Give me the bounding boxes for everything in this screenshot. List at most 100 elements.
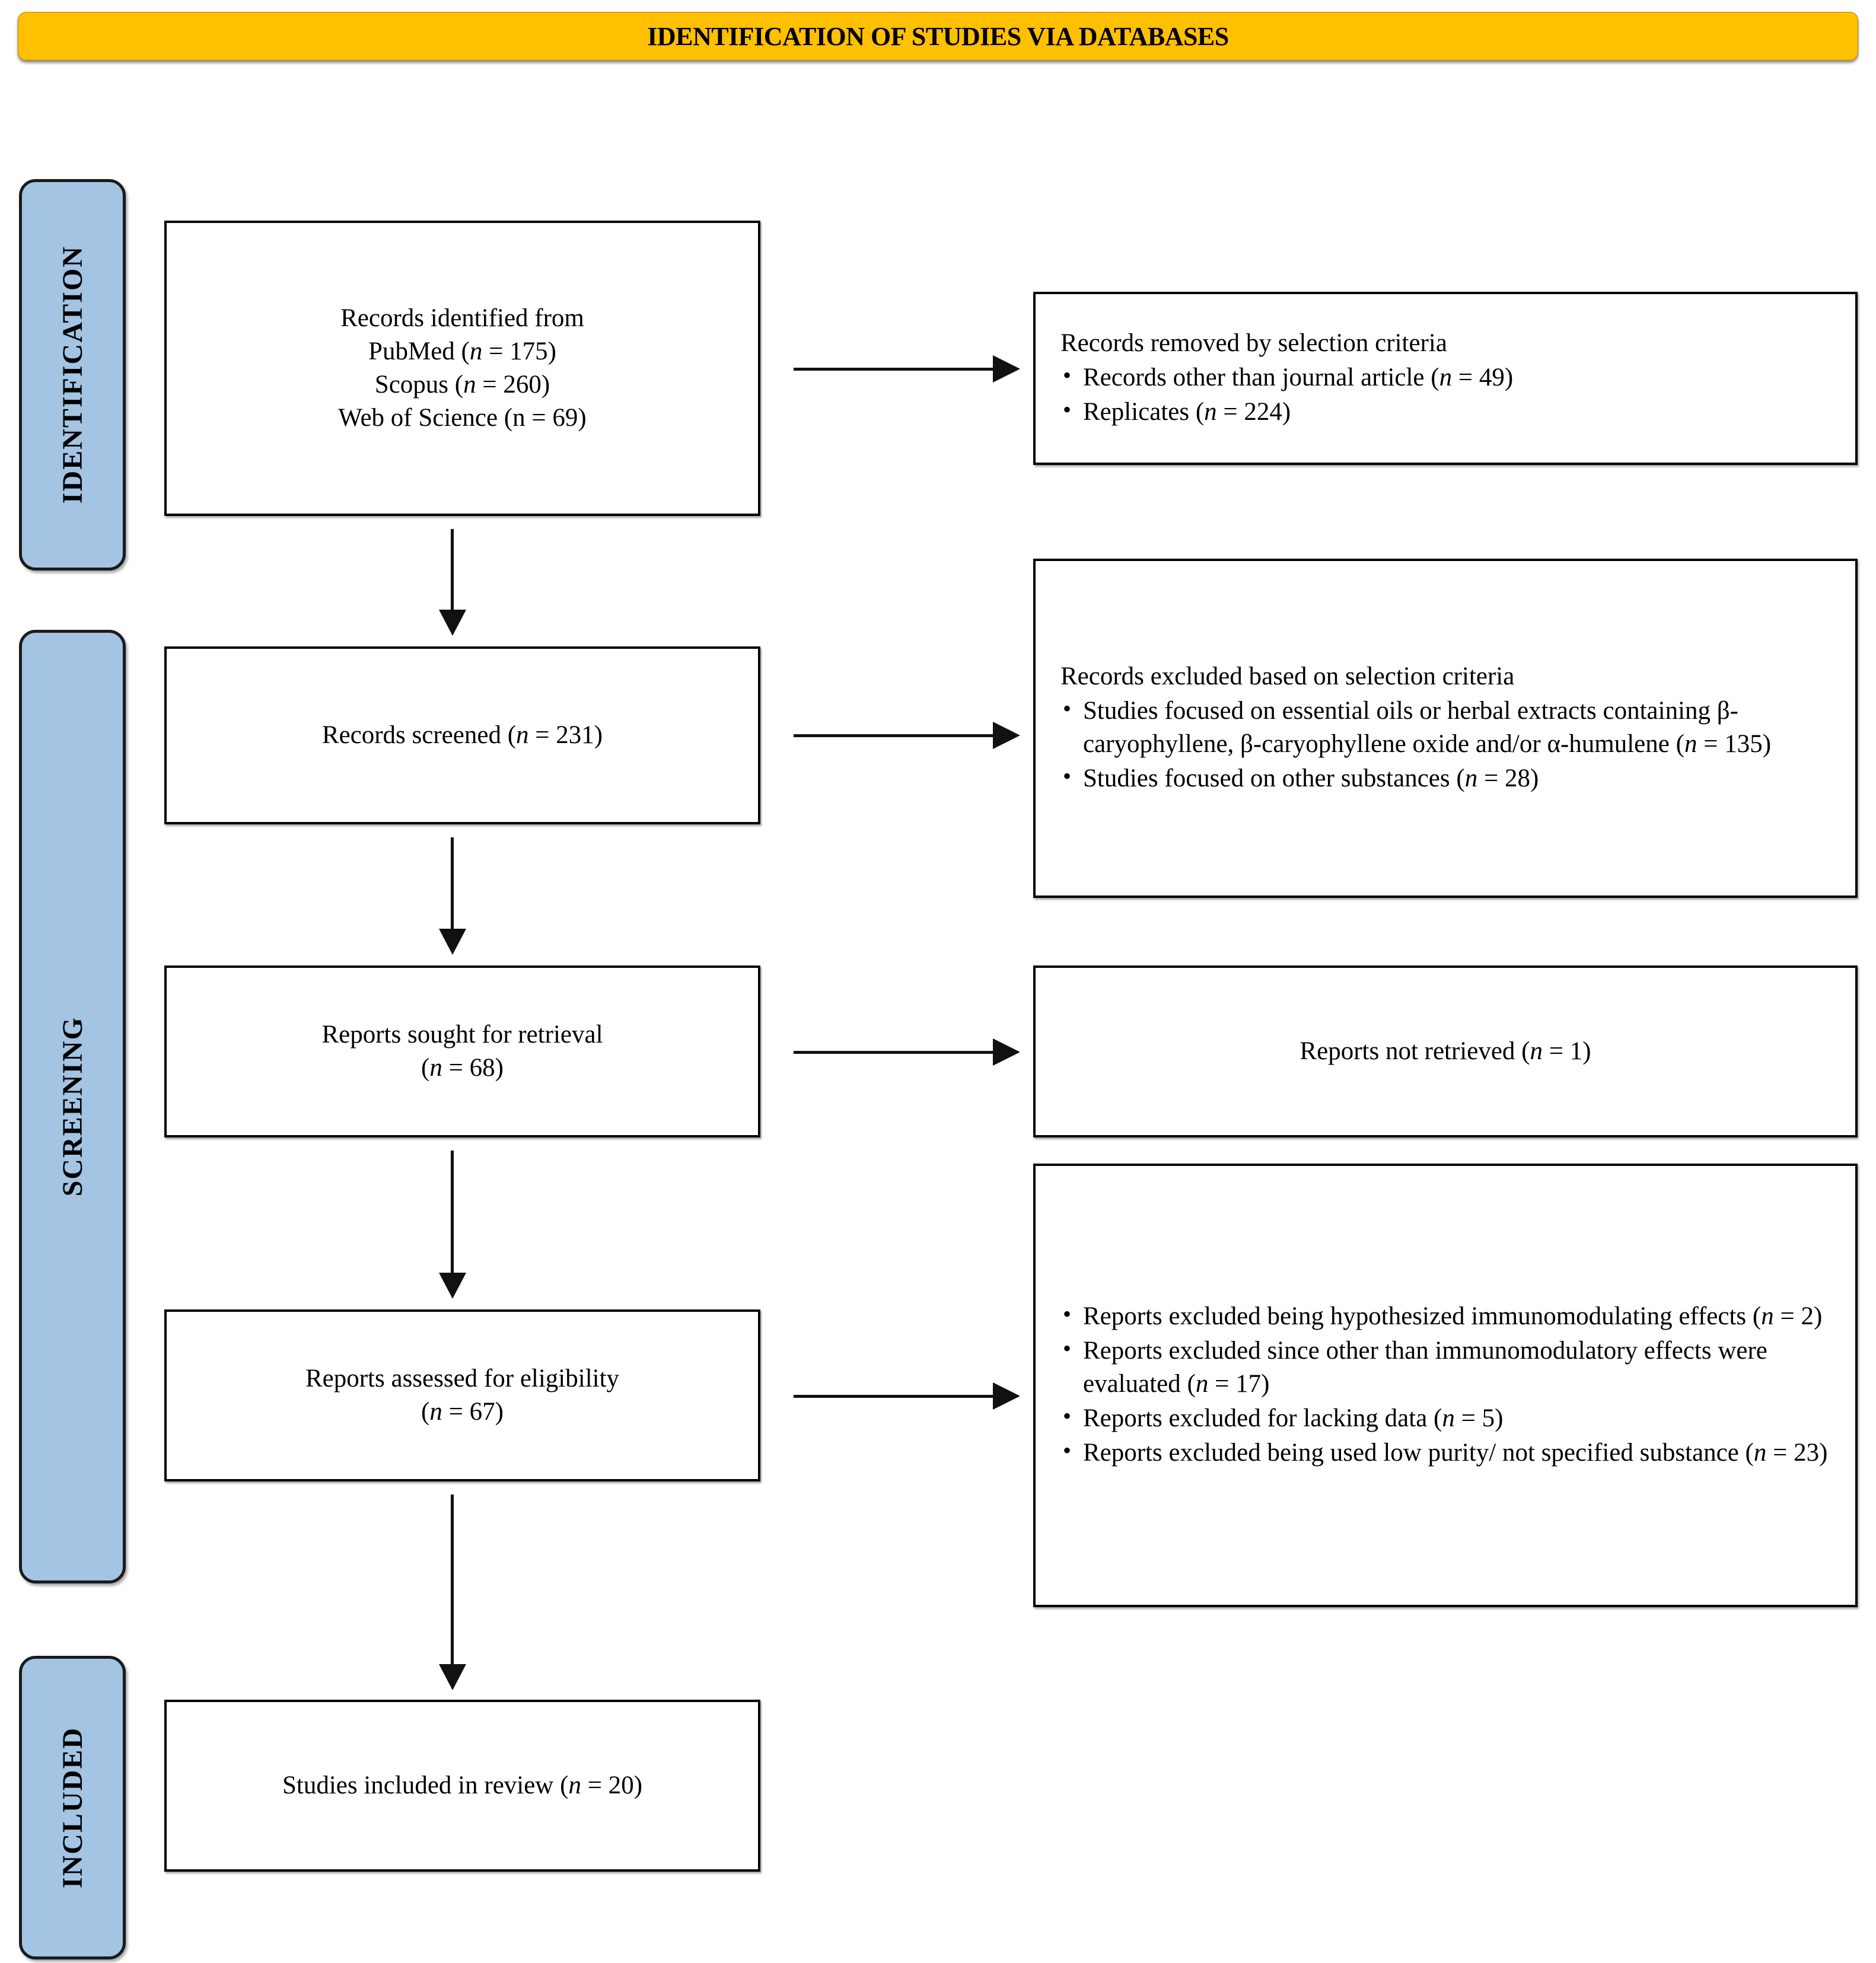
sought-paren-open: ( (421, 1054, 430, 1082)
arrow-head-down-icon (439, 1273, 466, 1299)
arrow-right-identified-to-removed (794, 352, 1020, 385)
arrow-down-identified-to-screened (434, 529, 470, 636)
not-retrieved-n-symbol: n (1530, 1037, 1543, 1066)
screened-label: Records screened ( (321, 721, 517, 750)
diagram-title: IDENTIFICATION OF STUDIES VIA DATABASES (647, 21, 1229, 51)
list-item: Studies focused on essential oils or her… (1060, 693, 1835, 761)
arrow-head-right-icon (993, 1382, 1020, 1410)
arrow-head-down-icon (439, 929, 466, 955)
bullet-count: = 49) (1452, 364, 1514, 392)
box-reports-excluded-eligibility: Reports excluded being hypothesized immu… (1033, 1164, 1858, 1607)
records-removed-list: Records other than journal article (n = … (1060, 360, 1835, 430)
arrow-right-screened-to-excluded (794, 719, 1020, 752)
arrow-head-down-icon (439, 1664, 466, 1690)
records-identified-pubmed: PubMed (n = 175) (167, 335, 758, 368)
bullet-text: Reports excluded since other than immuno… (1083, 1337, 1767, 1398)
not-retrieved-label: Reports not retrieved ( (1299, 1037, 1530, 1066)
records-removed-lead: Records removed by selection criteria (1060, 329, 1447, 358)
records-identified-line-1: Records identified from (340, 304, 584, 333)
sought-count: = 68) (442, 1054, 504, 1082)
included-label: Studies included in review ( (282, 1771, 569, 1800)
box-reports-assessed: Reports assessed for eligibility (n = 67… (164, 1309, 760, 1481)
arrow-down-screened-to-sought (434, 837, 470, 955)
pubmed-n-symbol: n (469, 337, 483, 366)
arrow-down-assessed-to-included (434, 1494, 470, 1690)
pubmed-label: PubMed ( (368, 337, 470, 366)
stage-bar-included: INCLUDED (19, 1656, 126, 1959)
arrow-shaft (451, 1494, 454, 1665)
assessed-paren-open: ( (421, 1398, 430, 1426)
stage-label-identification: IDENTIFICATION (56, 246, 88, 504)
box-reports-not-retrieved: Reports not retrieved (n = 1) (1033, 965, 1858, 1137)
arrow-shaft (794, 368, 994, 371)
stage-label-screening: SCREENING (56, 1016, 88, 1197)
included-n-symbol: n (568, 1771, 581, 1800)
sought-n-symbol: n (429, 1054, 442, 1082)
bullet-text: Replicates ( (1083, 397, 1205, 426)
bullet-count: = 17) (1208, 1370, 1270, 1398)
bullet-n-symbol: n (1684, 730, 1697, 758)
bullet-n-symbol: n (1439, 364, 1453, 392)
screened-n-symbol: n (516, 721, 529, 750)
arrow-right-sought-to-not-retrieved (794, 1035, 1020, 1069)
records-screened-text: Records screened (n = 231) (167, 719, 758, 752)
bullet-count: = 2) (1773, 1302, 1823, 1331)
reports-excluded-list: Reports excluded being hypothesized immu… (1060, 1299, 1835, 1470)
pubmed-count: = 175) (482, 337, 556, 366)
bullet-text: Studies focused on essential oils or her… (1083, 697, 1738, 758)
records-identified-wos: Web of Science (n = 69) (338, 403, 587, 432)
bullet-count: = 23) (1766, 1438, 1828, 1467)
reports-sought-line-2: (n = 68) (167, 1051, 758, 1085)
box-records-excluded-screening: Records excluded based on selection crit… (1033, 559, 1858, 898)
bullet-count: = 28) (1477, 764, 1539, 792)
bullet-count: = 135) (1697, 730, 1772, 758)
bullet-text: Studies focused on other substances ( (1083, 764, 1465, 792)
assessed-count: = 67) (442, 1398, 504, 1426)
list-item: Studies focused on other substances (n =… (1060, 761, 1835, 795)
arrow-shaft (794, 734, 994, 737)
box-records-screened: Records screened (n = 231) (164, 646, 760, 824)
box-reports-sought: Reports sought for retrieval (n = 68) (164, 965, 760, 1137)
records-excluded-list: Studies focused on essential oils or her… (1060, 693, 1835, 796)
stage-bar-screening: SCREENING (19, 630, 126, 1583)
bullet-count: = 5) (1454, 1404, 1504, 1432)
not-retrieved-count: = 1) (1543, 1037, 1591, 1066)
bullet-text: Reports excluded for lacking data ( (1083, 1404, 1442, 1432)
bullet-text: Reports excluded being hypothesized immu… (1083, 1302, 1762, 1331)
arrow-right-assessed-to-excluded (794, 1379, 1020, 1413)
scopus-n-symbol: n (463, 371, 476, 399)
bullet-n-symbol: n (1204, 397, 1217, 426)
bullet-n-symbol: n (1464, 764, 1478, 792)
bullet-n-symbol: n (1761, 1302, 1774, 1331)
studies-included-text: Studies included in review (n = 20) (167, 1769, 758, 1802)
arrow-shaft (451, 529, 454, 611)
records-excluded-lead: Records excluded based on selection crit… (1060, 662, 1515, 691)
arrow-head-right-icon (993, 722, 1020, 749)
arrow-shaft (794, 1395, 994, 1398)
bullet-n-symbol: n (1753, 1438, 1767, 1467)
arrow-head-down-icon (439, 610, 466, 636)
list-item: Reports excluded since other than immuno… (1060, 1333, 1835, 1401)
list-item: Reports excluded being used low purity/ … (1060, 1435, 1835, 1470)
records-identified-scopus: Scopus (n = 260) (167, 368, 758, 401)
box-records-removed: Records removed by selection criteria Re… (1033, 292, 1858, 465)
list-item: Reports excluded being hypothesized immu… (1060, 1299, 1835, 1333)
assessed-n-symbol: n (429, 1398, 442, 1426)
bullet-n-symbol: n (1442, 1404, 1455, 1432)
arrow-head-right-icon (993, 1038, 1020, 1066)
bullet-text: Records other than journal article ( (1083, 364, 1439, 392)
bullet-text: Reports excluded being used low purity/ … (1083, 1438, 1754, 1467)
diagram-header-banner: IDENTIFICATION OF STUDIES VIA DATABASES (18, 12, 1858, 60)
arrow-shaft (451, 837, 454, 930)
arrow-down-sought-to-assessed (434, 1151, 470, 1299)
arrow-head-right-icon (993, 355, 1020, 383)
bullet-count: = 224) (1216, 397, 1291, 426)
arrow-shaft (794, 1051, 994, 1054)
reports-assessed-line-1: Reports assessed for eligibility (305, 1365, 620, 1393)
reports-assessed-line-2: (n = 67) (167, 1395, 758, 1429)
box-studies-included: Studies included in review (n = 20) (164, 1700, 760, 1872)
stage-bar-identification: IDENTIFICATION (19, 179, 126, 571)
reports-not-retrieved-text: Reports not retrieved (n = 1) (1036, 1035, 1855, 1068)
box-records-identified: Records identified from PubMed (n = 175)… (164, 221, 760, 516)
